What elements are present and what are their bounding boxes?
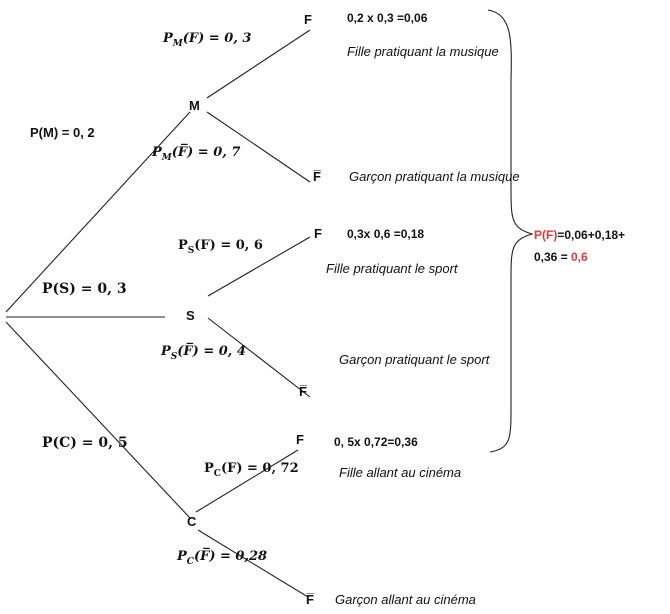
desc-m-f: Fille pratiquant la musique xyxy=(347,44,499,59)
branch-root-c xyxy=(5,321,191,519)
desc-s-fbar: Garçon pratiquant le sport xyxy=(339,352,491,367)
branch-c-fbar xyxy=(197,529,309,598)
leaf-s-f: F xyxy=(314,226,322,241)
prob-s-f: PS(F) = 0, 6 xyxy=(178,238,263,256)
curly-brace xyxy=(487,9,534,453)
node-m: M xyxy=(189,98,200,113)
desc-c-fbar: Garçon allant au cinéma xyxy=(335,592,476,607)
prob-m: P(M) = 0, 2 xyxy=(30,125,95,140)
branch-m-fbar xyxy=(206,111,311,183)
calc-cinema: 0, 5x 0,72=0,36 xyxy=(334,435,418,449)
node-c: C xyxy=(187,514,197,529)
prob-s-fbar: PS(F̅) = 0, 4 xyxy=(160,342,246,362)
desc-c-f: Fille allant au cinéma xyxy=(339,465,461,480)
pf-label: P(F) xyxy=(534,228,557,242)
leaf-m-fbar: F̅ xyxy=(313,169,321,184)
calc-music: 0,2 x 0,3 =0,06 xyxy=(347,11,428,25)
leaf-s-fbar: F̅ xyxy=(299,384,307,399)
desc-s-f: Fille pratiquant le sport xyxy=(326,261,459,276)
total-line-1: P(F)=0,06+0,18+ xyxy=(534,228,625,242)
prob-m-fbar: PM(F̅) = 0, 7 xyxy=(151,143,240,163)
branch-s-f xyxy=(207,236,311,297)
prob-c-f: PC(F) = 0, 72 xyxy=(204,461,299,479)
calc-sport: 0,3x 0,6 =0,18 xyxy=(347,227,424,241)
leaf-c-fbar: F̅ xyxy=(306,592,314,607)
prob-c-fbar: PC(F̅) = 0,28 xyxy=(176,547,267,567)
total-line-2: 0,36 = 0,6 xyxy=(534,250,588,264)
branch-c-f xyxy=(195,449,299,513)
branch-s-fbar xyxy=(207,317,311,398)
desc-m-fbar: Garçon pratiquant la musique xyxy=(349,169,520,184)
prob-m-f: PM(F) = 0, 3 xyxy=(162,31,251,49)
leaf-m-f: F xyxy=(304,12,312,27)
branch-m-f xyxy=(206,29,311,99)
leaf-c-f: F xyxy=(296,432,304,447)
total-result: 0,6 xyxy=(571,250,588,264)
prob-s: P(S) = 0, 3 xyxy=(42,281,127,297)
node-s: S xyxy=(186,308,195,323)
prob-c: P(C) = 0, 5 xyxy=(42,435,128,451)
branch-root-m xyxy=(5,111,191,313)
